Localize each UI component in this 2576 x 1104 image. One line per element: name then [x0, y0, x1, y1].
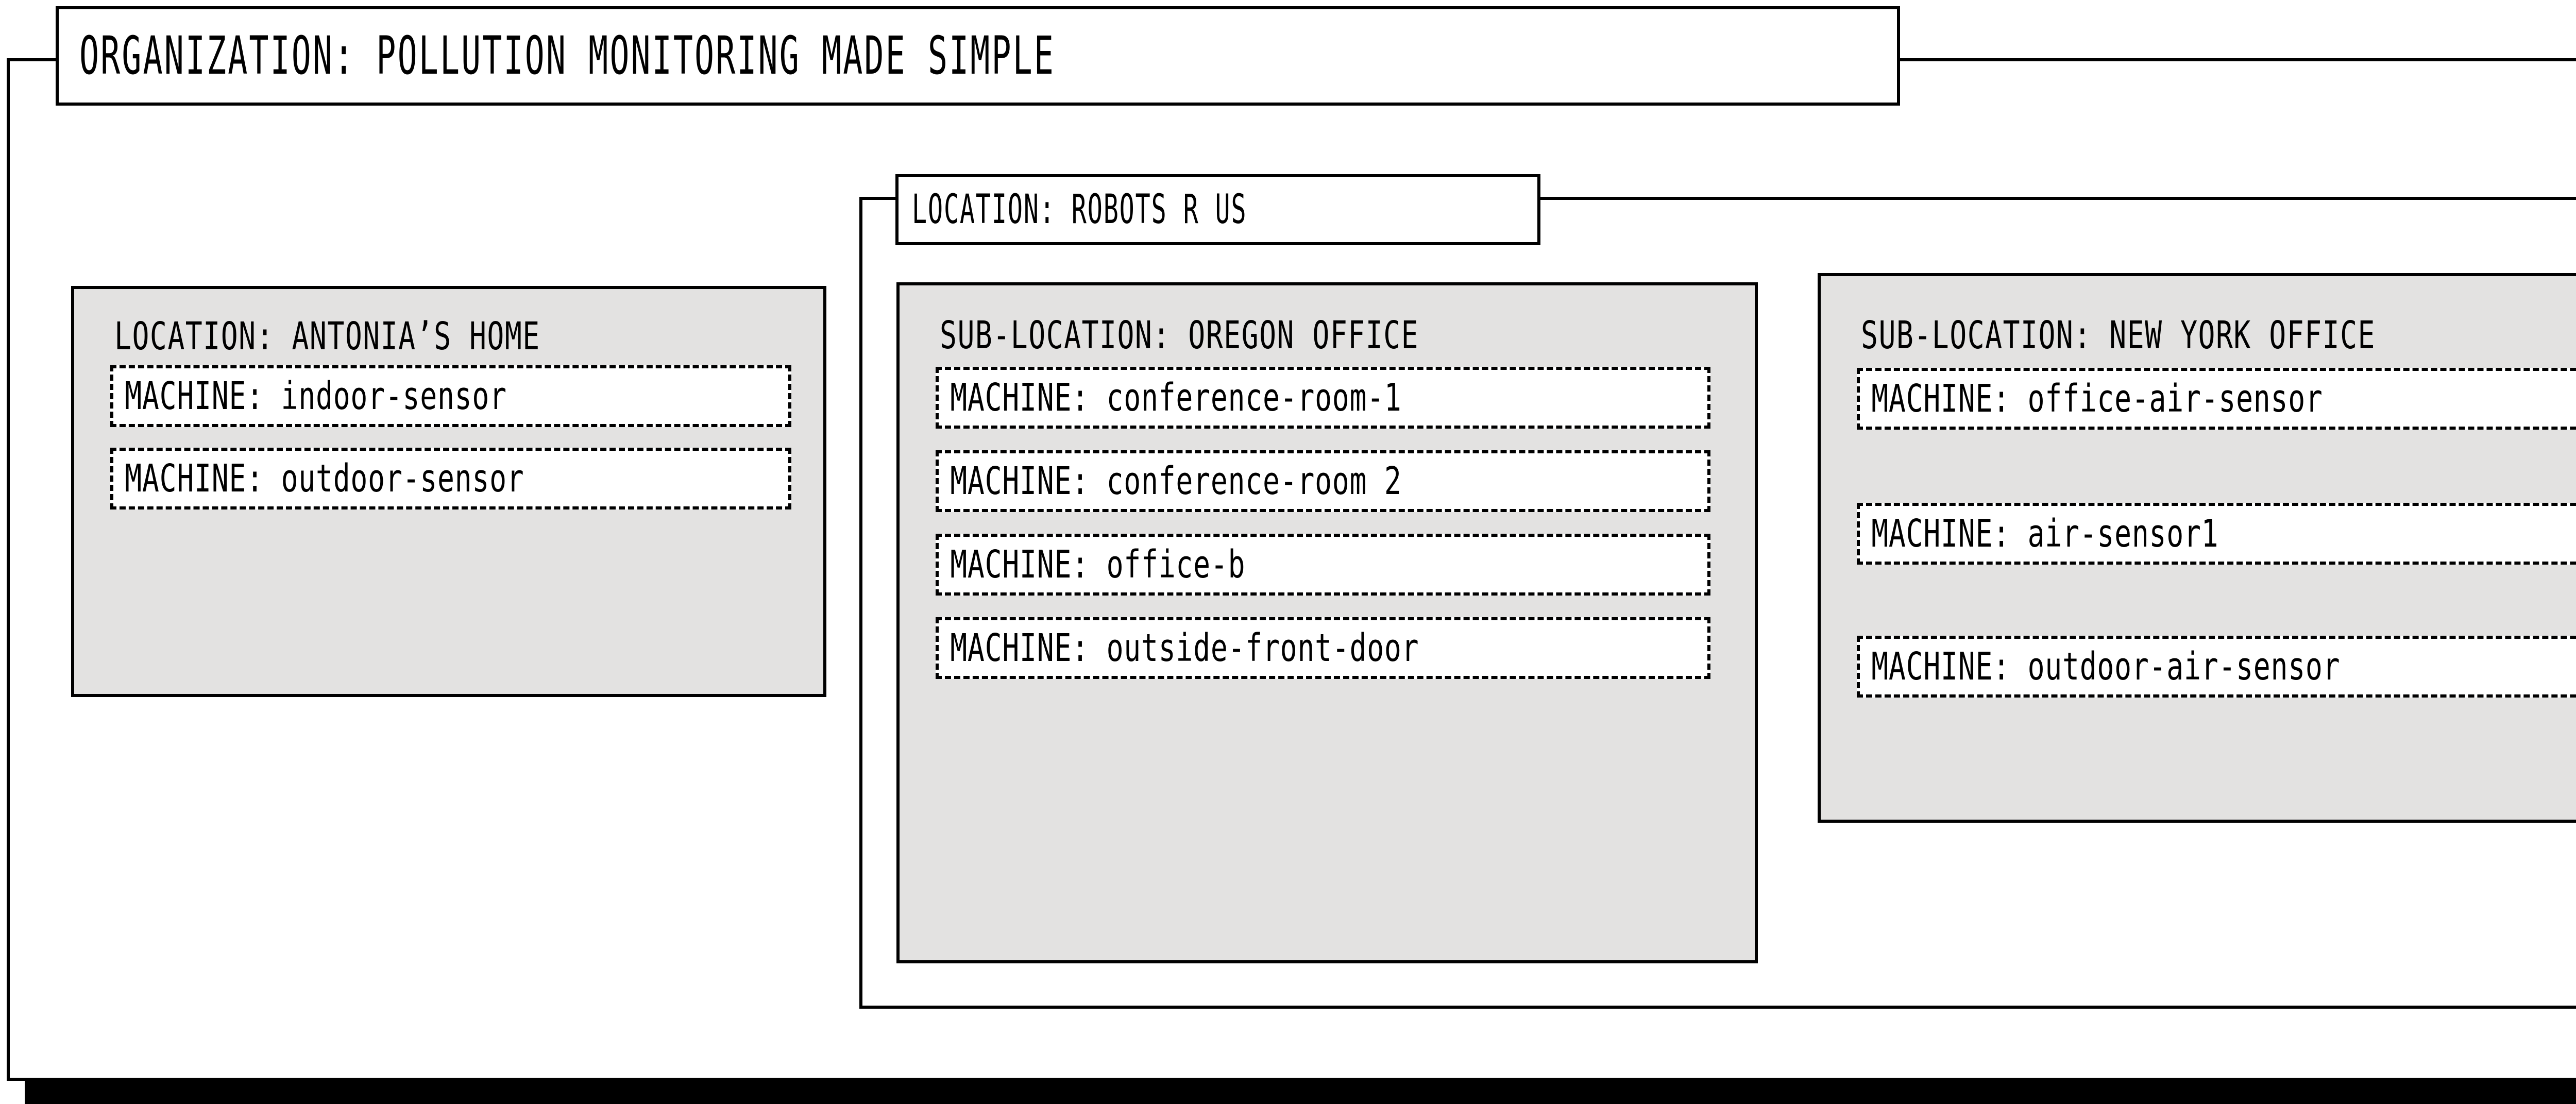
- machine-label: MACHINE: conference-room 2: [950, 459, 1402, 503]
- sublocation-oregon-office[interactable]: SUB-LOCATION: OREGON OFFICE MACHINE: con…: [896, 282, 1758, 963]
- sublocation-new-york-office-heading: SUB-LOCATION: NEW YORK OFFICE: [1861, 313, 2376, 358]
- machine-label: MACHINE: indoor-sensor: [125, 374, 507, 418]
- machine-office-b[interactable]: MACHINE: office-b: [936, 534, 1710, 596]
- organization-title-box: ORGANIZATION: POLLUTION MONITORING MADE …: [56, 6, 1900, 106]
- machine-outdoor-sensor[interactable]: MACHINE: outdoor-sensor: [110, 448, 791, 509]
- sublocation-oregon-office-heading: SUB-LOCATION: OREGON OFFICE: [940, 313, 1419, 358]
- machine-outside-front-door[interactable]: MACHINE: outside-front-door: [936, 617, 1710, 679]
- sublocation-new-york-office[interactable]: SUB-LOCATION: NEW YORK OFFICE MACHINE: o…: [1818, 273, 2576, 823]
- machine-conference-room-1[interactable]: MACHINE: conference-room-1: [936, 367, 1710, 429]
- location-antonias-home[interactable]: LOCATION: ANTONIA’S HOME MACHINE: indoor…: [71, 286, 826, 697]
- machine-office-air-sensor[interactable]: MACHINE: office-air-sensor: [1857, 368, 2576, 430]
- machine-conference-room-2[interactable]: MACHINE: conference-room 2: [936, 450, 1710, 512]
- machine-label: MACHINE: conference-room-1: [950, 376, 1402, 420]
- machine-label: MACHINE: office-b: [950, 542, 1246, 587]
- machine-air-sensor1[interactable]: MACHINE: air-sensor1: [1857, 503, 2576, 565]
- machine-indoor-sensor[interactable]: MACHINE: indoor-sensor: [110, 365, 791, 427]
- location-robots-r-us-label: LOCATION: ROBOTS R US: [895, 174, 1540, 245]
- organization-title-text: ORGANIZATION: POLLUTION MONITORING MADE …: [79, 25, 1055, 87]
- location-robots-r-us[interactable]: [859, 197, 2576, 1009]
- machine-label: MACHINE: office-air-sensor: [1871, 377, 2323, 421]
- machine-label: MACHINE: outside-front-door: [950, 626, 1419, 670]
- machine-outdoor-air-sensor[interactable]: MACHINE: outdoor-air-sensor: [1857, 636, 2576, 698]
- location-robots-r-us-label-text: LOCATION: ROBOTS R US: [912, 186, 1247, 233]
- machine-label: MACHINE: outdoor-sensor: [125, 456, 524, 501]
- machine-label: MACHINE: air-sensor1: [1871, 512, 2219, 556]
- machine-label: MACHINE: outdoor-air-sensor: [1871, 644, 2341, 689]
- location-antonias-home-heading: LOCATION: ANTONIA’S HOME: [114, 314, 540, 359]
